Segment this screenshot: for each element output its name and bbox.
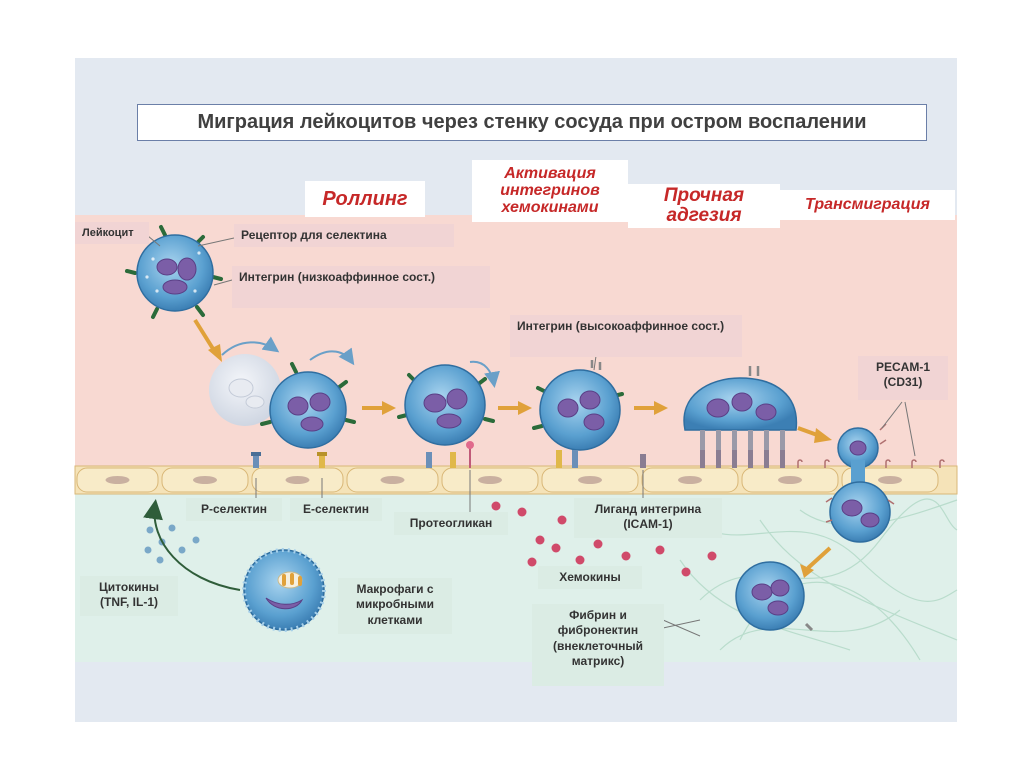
integrin-high-affinity xyxy=(700,430,705,450)
icam-ligand xyxy=(716,450,721,468)
chemokine-dot xyxy=(491,501,501,511)
rolling-arrow-2 xyxy=(309,347,355,366)
endothelial-nucleus xyxy=(578,476,602,484)
label-proteoglycan: Протеогликан xyxy=(394,512,508,536)
flow-arrow-5-head xyxy=(814,428,832,443)
flow-arrow-6-head xyxy=(800,564,814,578)
selectin-bonds-rolling xyxy=(426,450,578,468)
leukocyte-adhered xyxy=(683,366,798,431)
label-matrix: Фибрин и фибронектин (внеклеточный матри… xyxy=(532,604,664,686)
flow-arrow-4-head xyxy=(654,401,668,415)
leukocyte-rolling-2 xyxy=(397,364,495,446)
flow-arrow-3-head xyxy=(518,401,532,415)
integrin-high-affinity xyxy=(732,430,737,450)
leukocyte-ghost xyxy=(209,354,281,426)
stage-adhesion: Прочная адгезия xyxy=(628,184,780,228)
chemokine-dot xyxy=(681,567,691,577)
selectin-receptor-spikes xyxy=(125,225,223,319)
label-selectin-receptor: Рецептор для селектина xyxy=(234,224,454,248)
stage-rolling: Роллинг xyxy=(305,181,425,217)
endothelial-nucleus xyxy=(193,476,217,484)
label-integrin-low: Интегрин (низкоаффинное сост.) xyxy=(232,266,490,308)
rolling-arrow-1 xyxy=(221,336,280,356)
endothelial-nucleus xyxy=(105,476,130,484)
icam-marker xyxy=(640,454,646,468)
integrin-high-affinity xyxy=(748,430,753,450)
integrin-high-affinity xyxy=(716,430,721,450)
integrin-icam-bonds xyxy=(700,430,785,468)
label-e-selectin: E-селектин xyxy=(290,498,382,522)
leukocyte-migrated xyxy=(735,561,814,632)
endothelial-nucleus xyxy=(678,476,702,484)
endothelial-nucleus xyxy=(778,476,802,484)
stage-transmigration: Трансмиграция xyxy=(780,190,955,220)
icam-ligand xyxy=(780,450,785,468)
chemokine-dots xyxy=(491,501,717,577)
label-integrin-high: Интегрин (высокоаффинное сост.) xyxy=(510,315,742,357)
leukocyte-transmigrating xyxy=(829,427,891,543)
endothelial-nucleus xyxy=(878,476,902,484)
pecam-pointers xyxy=(881,401,916,457)
label-leukocyte: Лейкоцит xyxy=(75,222,149,245)
pecam-receptors xyxy=(797,423,945,523)
endothelium-layer xyxy=(74,465,958,495)
chemokine-dot xyxy=(655,545,665,555)
flow-arrow-6 xyxy=(806,546,832,570)
chemokine-dot xyxy=(707,551,717,561)
label-p-selectin: P-селектин xyxy=(186,498,282,522)
proteoglycan-marker xyxy=(466,441,474,468)
leukocyte-rolling-1 xyxy=(260,362,356,449)
integrin-high-affinity xyxy=(780,430,785,450)
leukocyte-activated xyxy=(532,360,624,451)
chemokine-dot xyxy=(575,555,585,565)
rolling-arrow-3 xyxy=(469,360,500,388)
icam-ligand xyxy=(748,450,753,468)
chemokine-dot xyxy=(593,539,603,549)
macrophage xyxy=(242,548,326,632)
icam-ligand xyxy=(732,450,737,468)
chemokine-dot xyxy=(621,551,631,561)
flow-arrow-1 xyxy=(193,318,217,354)
label-integrin-ligand: Лиганд интегрина (ICAM-1) xyxy=(574,498,722,538)
endothelial-nucleus xyxy=(380,476,405,484)
flow-arrow-1-head xyxy=(208,344,222,362)
flow-arrow-2-head xyxy=(382,401,396,415)
chemokine-dot xyxy=(527,557,537,567)
icam-ligand xyxy=(700,450,705,468)
label-pointers xyxy=(147,235,701,637)
e-selectin-marker xyxy=(317,452,327,468)
label-pecam: PECAM-1 (CD31) xyxy=(858,356,948,400)
label-macrophages: Макрофаги с микробными клетками xyxy=(338,578,452,634)
leukocyte-free xyxy=(125,225,223,319)
diagram-title: Миграция лейкоцитов через стенку сосуда … xyxy=(137,104,927,141)
endothelial-nucleus xyxy=(285,476,310,484)
stage-activation: Активация интегринов хемокинами xyxy=(472,160,628,222)
integrin-high-affinity xyxy=(764,430,769,450)
chemokine-dot xyxy=(517,507,527,517)
icam-ligand xyxy=(764,450,769,468)
chemokine-dot xyxy=(557,515,567,525)
label-chemokines: Хемокины xyxy=(538,566,642,590)
chemokine-dot xyxy=(551,543,561,553)
cytokine-signal-arrow xyxy=(143,499,241,591)
label-cytokines: Цитокины (TNF, IL-1) xyxy=(80,576,178,616)
endothelial-nucleus xyxy=(478,476,502,484)
p-selectin-marker xyxy=(251,452,261,468)
chemokine-dot xyxy=(535,535,545,545)
